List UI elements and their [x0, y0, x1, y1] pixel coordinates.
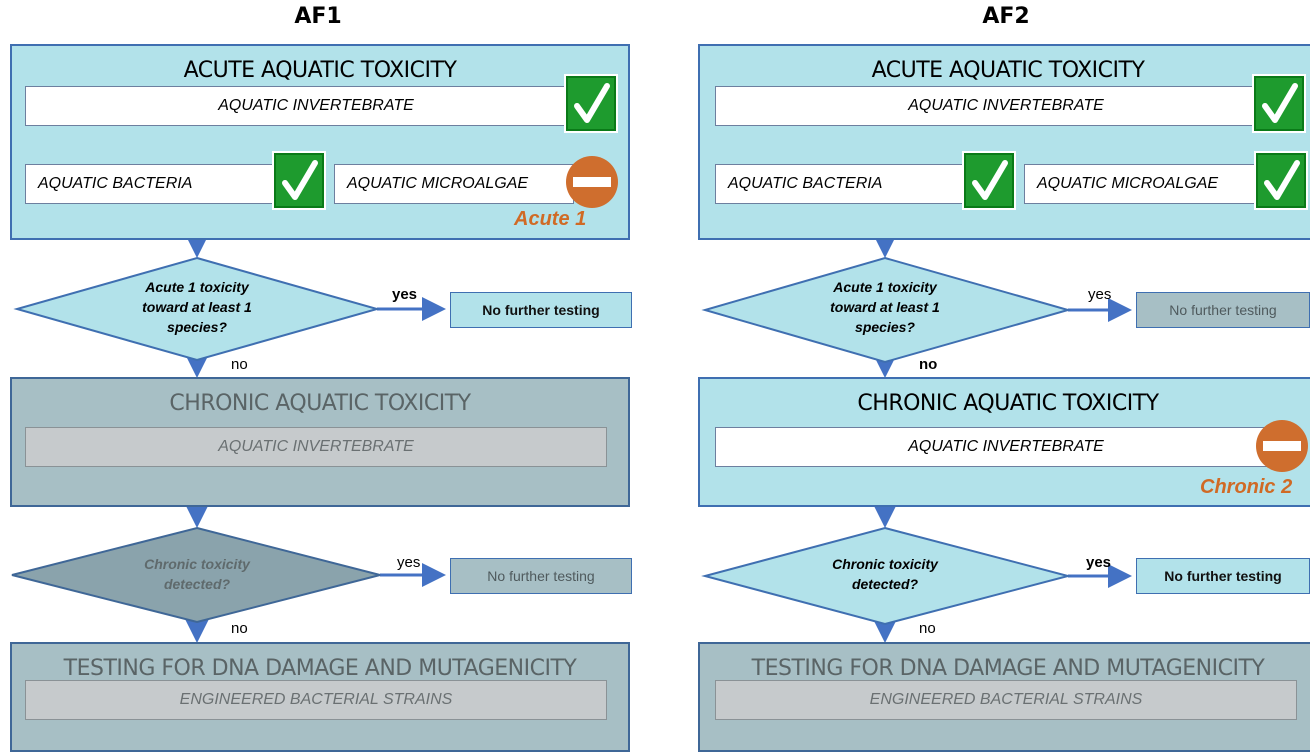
af2-decision2-no: no [919, 620, 936, 637]
af1-decision2-result: No further testing [450, 558, 632, 594]
af1-acute-bacteria: AQUATIC BACTERIA [25, 164, 315, 204]
af2-decision2-diamond [701, 526, 1072, 626]
check-mark-icon [564, 74, 618, 133]
check-mark-icon [1252, 74, 1306, 133]
af1-decision1-text: Acute 1 toxicity toward at least 1 speci… [97, 277, 297, 337]
af2-decision2-yes: yes [1086, 554, 1112, 571]
af1-decision1-line3: species? [167, 319, 227, 335]
af2-acute-invertebrate: AQUATIC INVERTEBRATE [715, 86, 1297, 126]
af1-acute-invertebrate-label: AQUATIC INVERTEBRATE [218, 97, 414, 114]
af1-dna-strains-label: ENGINEERED BACTERIAL STRAINS [179, 691, 453, 708]
af1-decision2-diamond [11, 526, 381, 624]
af2-dna-strains-label: ENGINEERED BACTERIAL STRAINS [869, 691, 1143, 708]
check-mark-icon [272, 151, 326, 210]
af1-decision1-line2: toward at least 1 [142, 299, 252, 315]
af2-decision1-result: No further testing [1136, 292, 1310, 328]
af1-decision1-no: no [231, 356, 248, 373]
af1-decision2-line1: Chronic toxicity [144, 556, 250, 572]
af2-acute-invertebrate-label: AQUATIC INVERTEBRATE [908, 97, 1104, 114]
af1-decision1-diamond [13, 256, 381, 362]
af1-chronic-invertebrate-label: AQUATIC INVERTEBRATE [218, 438, 414, 455]
af1-acute-flag: Acute 1 [514, 208, 587, 230]
af1-acute-title: ACUTE AQUATIC TOXICITY [183, 58, 457, 83]
af2-decision2-text: Chronic toxicity detected? [785, 554, 985, 594]
af2-decision1-line1: Acute 1 toxicity [833, 279, 937, 295]
af2-dna-strains: ENGINEERED BACTERIAL STRAINS [715, 680, 1297, 720]
af1-decision1-line1: Acute 1 toxicity [145, 279, 249, 295]
af2-acute-title: ACUTE AQUATIC TOXICITY [871, 58, 1145, 83]
af2-title: AF2 [982, 4, 1030, 29]
af2-chronic-title: CHRONIC AQUATIC TOXICITY [857, 391, 1159, 416]
af1-acute-microalgae-label: AQUATIC MICROALGAE [347, 175, 529, 192]
af2-dna-title: TESTING FOR DNA DAMAGE AND MUTAGENICITY [751, 656, 1265, 681]
af2-decision2-line1: Chronic toxicity [832, 556, 938, 572]
af1-decision1-result: No further testing [450, 292, 632, 328]
af1-chronic-title: CHRONIC AQUATIC TOXICITY [169, 391, 471, 416]
af1-acute-invertebrate: AQUATIC INVERTEBRATE [25, 86, 607, 126]
af1-decision2-text: Chronic toxicity detected? [97, 554, 297, 594]
af1-decision2-yes: yes [397, 554, 421, 571]
af2-chronic-invertebrate: AQUATIC INVERTEBRATE [715, 427, 1297, 467]
af2-decision1-no: no [919, 356, 938, 373]
check-mark-icon [1254, 151, 1308, 210]
af2-decision1-yes: yes [1088, 286, 1112, 303]
af2-acute-microalgae: AQUATIC MICROALGAE [1024, 164, 1260, 204]
af1-acute-microalgae: AQUATIC MICROALGAE [334, 164, 574, 204]
af2-acute-microalgae-label: AQUATIC MICROALGAE [1037, 175, 1219, 192]
af2-chronic-invertebrate-label: AQUATIC INVERTEBRATE [908, 438, 1104, 455]
af2-decision1-diamond [701, 256, 1072, 364]
af1-chronic-invertebrate: AQUATIC INVERTEBRATE [25, 427, 607, 467]
af1-dna-title: TESTING FOR DNA DAMAGE AND MUTAGENICITY [63, 656, 577, 681]
af1-decision1-yes: yes [392, 286, 418, 303]
af2-acute-bacteria: AQUATIC BACTERIA [715, 164, 1005, 204]
af2-decision1-line2: toward at least 1 [830, 299, 940, 315]
af2-acute-bacteria-label: AQUATIC BACTERIA [728, 175, 883, 192]
af1-acute-bacteria-label: AQUATIC BACTERIA [38, 175, 193, 192]
no-entry-icon [1256, 420, 1308, 472]
no-entry-icon [566, 156, 618, 208]
af1-decision2-line2: detected? [163, 576, 231, 592]
af2-acute-panel: ACUTE AQUATIC TOXICITY [698, 44, 1310, 240]
af2-decision1-text: Acute 1 toxicity toward at least 1 speci… [785, 277, 985, 337]
af2-decision1-line3: species? [855, 319, 915, 335]
check-mark-icon [962, 151, 1016, 210]
af2-chronic-flag: Chronic 2 [1200, 476, 1293, 498]
af1-title: AF1 [294, 4, 342, 29]
af2-decision2-line2: detected? [851, 576, 919, 592]
af2-decision2-result: No further testing [1136, 558, 1310, 594]
af1-decision2-no: no [231, 620, 248, 637]
af1-dna-strains: ENGINEERED BACTERIAL STRAINS [25, 680, 607, 720]
